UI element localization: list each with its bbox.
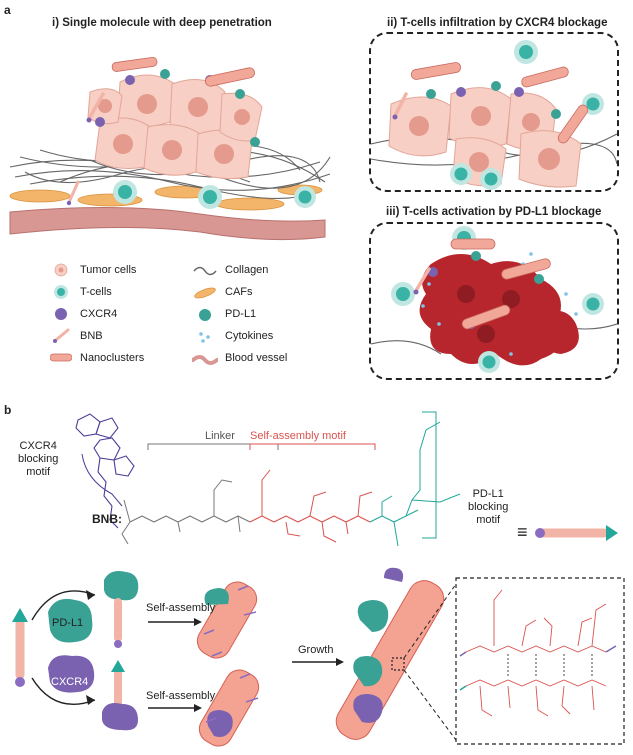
cxcr4-blocking-motif-label: CXCR4 blocking motif [18, 440, 58, 479]
panel-a-title-ii: ii) T-cells infiltration by CXCR4 blocka… [387, 17, 608, 29]
self-assembly-scheme [12, 567, 625, 747]
legend-collagen: Collagen [225, 264, 269, 276]
beta-sheet-structure [465, 589, 607, 717]
cxcr4-end-marker-right [605, 645, 617, 653]
legend-cafs: CAFs [225, 286, 253, 298]
caf [9, 189, 71, 203]
bnb-structure [75, 411, 618, 547]
self-assembly-label-bottom: Self-assembly [146, 690, 216, 702]
caf [215, 197, 285, 211]
bnb-cxcr4-end-icon [535, 528, 545, 538]
tumor-cells-group [87, 74, 263, 180]
pdl1-receptor-label: PD-L1 [52, 617, 84, 629]
cxcr4-bracket [81, 453, 123, 507]
panel-a-letter: a [4, 3, 11, 17]
tcells-group [113, 180, 316, 209]
pdl1-blocking-motif-label: PD-L1 blocking motif [468, 488, 508, 527]
bnb-pdl1-end-icon [606, 525, 618, 541]
legend-bnb: BNB [80, 330, 103, 342]
beta-sheet-zoom-box [455, 577, 625, 745]
cxcr4-motif-line-2: blocking [18, 453, 59, 465]
pdl1-motif-line-3: motif [476, 514, 501, 526]
bound-complex-top [104, 571, 139, 648]
bnb-vertical [12, 608, 28, 687]
cxcr4-receptor-label: CXCR4 [51, 676, 89, 688]
cytokines-icon [199, 332, 210, 343]
legend-blood-vessel: Blood vessel [225, 352, 288, 364]
blood-vessel [9, 206, 326, 241]
panel-b-letter: b [4, 403, 12, 417]
panel-ii-box [369, 32, 619, 192]
collagen-icon [193, 266, 217, 276]
blood-vessel-icon [192, 355, 218, 365]
linker-backbone [129, 515, 251, 523]
assembly-backbone [249, 515, 371, 523]
zoom-region [391, 657, 405, 671]
bnb-label: BNB: [92, 512, 122, 526]
legend-nanoclusters: Nanoclusters [80, 352, 145, 364]
cxcr4-motif-line-3: motif [26, 466, 51, 478]
bnb-icon [53, 328, 70, 343]
legend-tumor: Tumor cells [80, 264, 137, 276]
nanocluster-icon [50, 353, 72, 362]
tcell-icon [54, 285, 68, 299]
legend-cytokines: Cytokines [225, 330, 274, 342]
pdl1-bracket [422, 411, 437, 539]
bnb-molecules-group [66, 92, 105, 206]
panel-iii-box [369, 222, 619, 380]
self-assembly-label-top: Self-assembly [146, 602, 216, 614]
equivalence-sign: ≡ [517, 522, 528, 542]
tumor-cell-icon [54, 263, 68, 277]
cxcr4-end-marker [459, 651, 467, 657]
self-assembly-motif-label: Self-assembly motif [250, 430, 346, 442]
zoom-line-bottom [403, 669, 457, 741]
tumor-tissue-illustration [9, 56, 331, 241]
legend-icons-left [50, 263, 72, 362]
grown-nanocluster [335, 567, 445, 740]
pdl1-motif-line-1: PD-L1 [472, 488, 504, 500]
caf-icon [194, 287, 216, 299]
assembly-sidechains [261, 469, 373, 543]
cxcr4-motif-line-1: CXCR4 [19, 440, 57, 452]
legend-cxcr4: CXCR4 [80, 308, 118, 320]
legend-tcells: T-cells [80, 286, 112, 298]
linker-label: Linker [205, 430, 235, 442]
growth-label: Growth [298, 644, 334, 656]
tcell-activation-illustration [371, 226, 617, 373]
nanoclusters-group [111, 56, 255, 87]
nanocluster-bottom [198, 669, 260, 747]
bound-complex-bottom [102, 660, 138, 731]
self-assembly-bracket [249, 443, 376, 450]
legend-pdl1: PD-L1 [225, 308, 257, 320]
panel-a-title-i: i) Single molecule with deep penetration [52, 17, 272, 29]
pdl1-receptor [48, 598, 93, 643]
pdl1-motif-line-2: blocking [468, 501, 509, 513]
cxcr4-icon [55, 308, 67, 320]
zoom-line-top [403, 583, 457, 659]
pdl1-sidechains [381, 421, 461, 547]
pdl1-icon [199, 309, 211, 321]
legend-icons-right [192, 266, 218, 365]
panel-a-title-iii: iii) T-cells activation by PD-L1 blockag… [386, 206, 602, 218]
tcell-infiltration-illustration [371, 40, 617, 190]
linker-bracket [147, 443, 279, 450]
hydrogen-bonds [507, 654, 593, 678]
cxcr4-receptor [48, 655, 95, 693]
cxcr4-motif-structure [75, 413, 135, 529]
pdl1-end-marker [459, 685, 467, 691]
pdl1-backbone [369, 509, 419, 523]
linker-sidechains [121, 479, 241, 545]
nanocluster-top [196, 581, 258, 659]
